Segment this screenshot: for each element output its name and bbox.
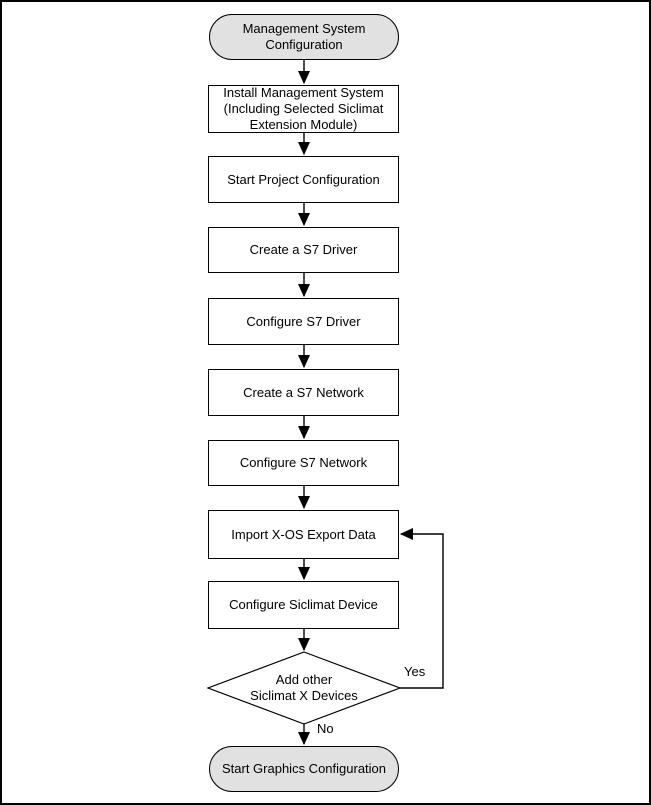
- node-create-s7-driver-label: Create a S7 Driver: [249, 242, 358, 257]
- node-install-label: Install Management System (Including Sel…: [223, 85, 384, 132]
- node-start-terminator: Management System Configuration: [209, 14, 399, 60]
- node-create-s7-network-label: Create a S7 Network: [243, 384, 364, 400]
- edge-label-yes: Yes: [404, 664, 426, 679]
- node-start-project-configuration: Start Project Configuration: [208, 156, 399, 203]
- node-start-project-label: Start Project Configuration: [227, 171, 380, 187]
- node-end-terminator: Start Graphics Configuration: [209, 746, 399, 792]
- node-create-s7-network: Create a S7 Network: [208, 369, 399, 416]
- node-start-label: Management System Configuration: [242, 21, 366, 52]
- node-configure-siclimat-device: Configure Siclimat Device: [208, 581, 399, 629]
- node-configure-siclimat-device-label: Configure Siclimat Device: [229, 597, 378, 612]
- node-decision-add-other-devices: Add other Siclimat X Devices: [229, 671, 379, 705]
- node-configure-s7-network-label: Configure S7 Network: [239, 455, 368, 470]
- node-decision-label: Add other Siclimat X Devices: [250, 672, 358, 703]
- node-install-management-system: Install Management System (Including Sel…: [208, 85, 399, 133]
- node-import-xos-label: Import X-OS Export Data: [231, 526, 376, 542]
- node-configure-s7-driver-label: Configure S7 Driver: [246, 313, 361, 329]
- decision-diamond-shape: [206, 651, 402, 725]
- node-create-s7-driver: Create a S7 Driver: [208, 227, 399, 273]
- node-end-label: Start Graphics Configuration: [221, 761, 387, 776]
- arrow-yes-loop-to-import: [399, 528, 444, 689]
- node-configure-s7-network: Configure S7 Network: [208, 440, 399, 486]
- edge-label-no: No: [317, 721, 334, 736]
- node-import-xos-export-data: Import X-OS Export Data: [208, 510, 399, 559]
- node-configure-s7-driver: Configure S7 Driver: [208, 298, 399, 345]
